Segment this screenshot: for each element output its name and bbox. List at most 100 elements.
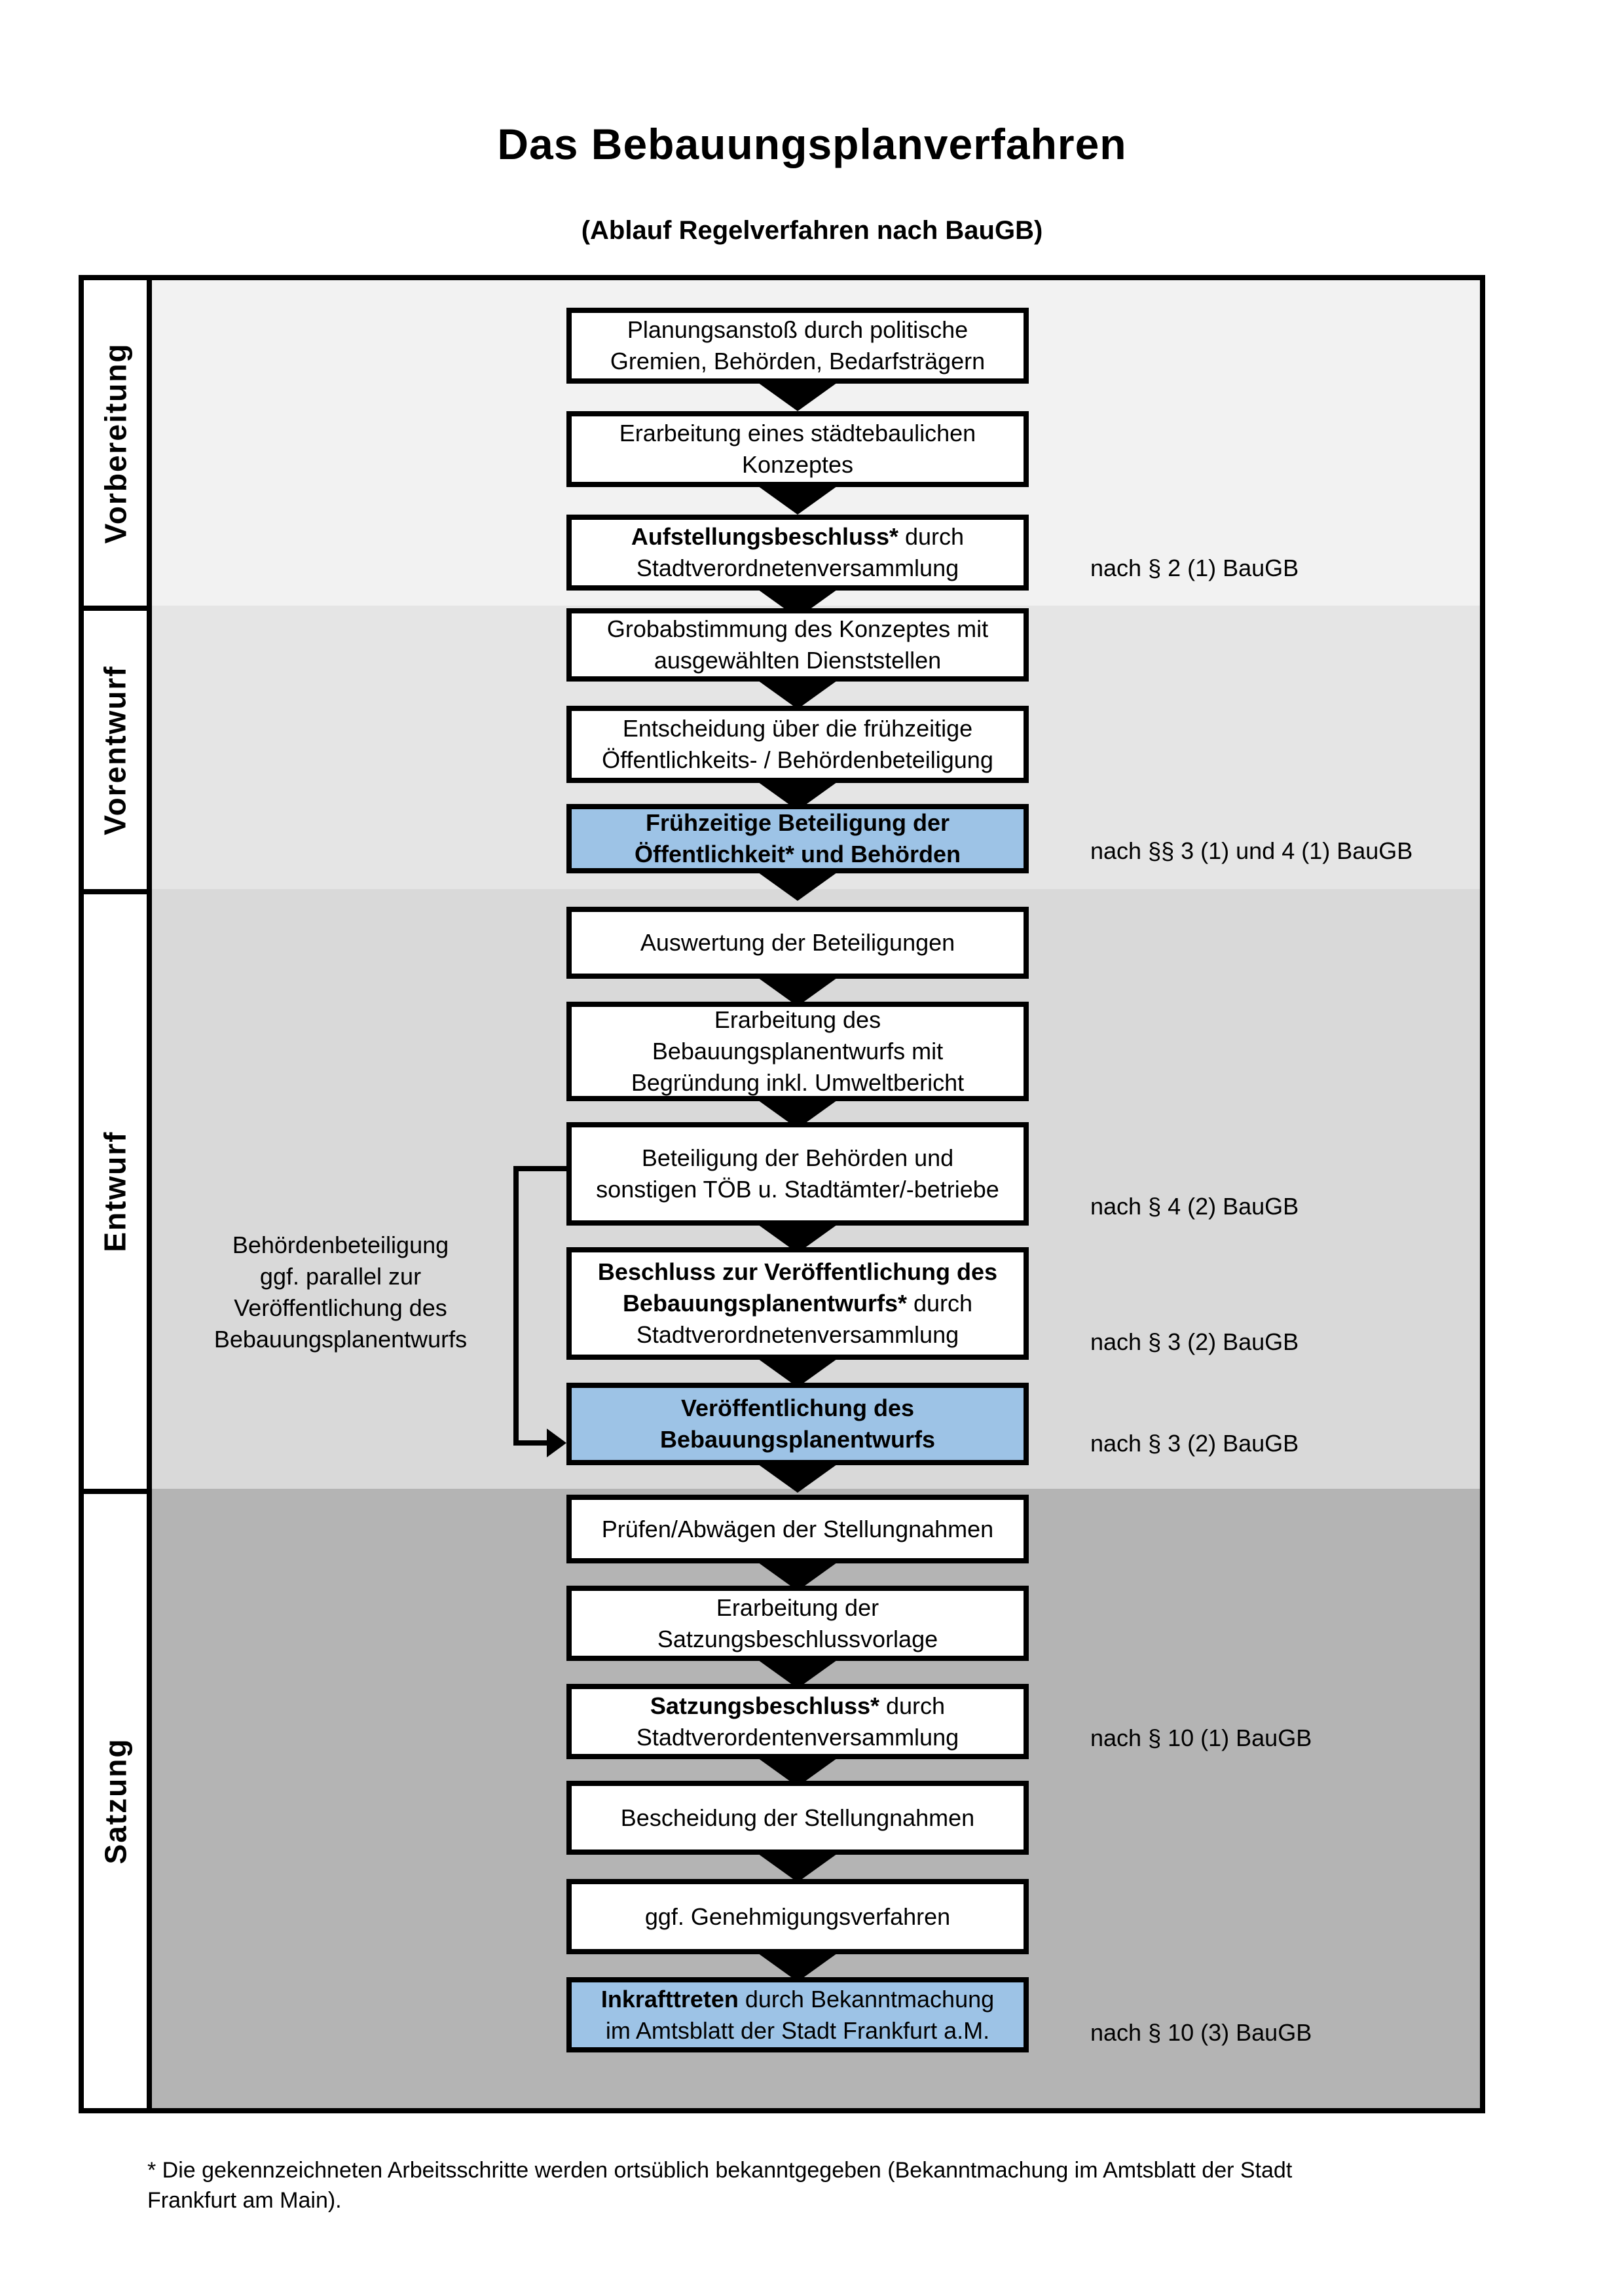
arrow-down-icon — [756, 1463, 840, 1493]
box-text-line: Stadtverordnetenversammlung — [637, 1319, 959, 1351]
box-text-segment: Frühzeitige Beteiligung der — [645, 809, 950, 836]
box-text-segment: Beteiligung der Behörden und — [641, 1144, 954, 1171]
box-text-segment: Erarbeitung der — [716, 1594, 879, 1621]
box-text-segment: Bescheidung der Stellungnahmen — [620, 1804, 975, 1831]
arrow-down-icon — [756, 871, 840, 901]
box-text-segment: durch — [906, 1290, 973, 1317]
phase-label-satzung: Satzung — [98, 1738, 133, 1865]
box-text-line: Bebauungsplanentwurfs* durch — [623, 1288, 972, 1319]
process-box-b12: Prüfen/Abwägen der Stellungnahmen — [566, 1495, 1029, 1563]
process-box-b9: Beteiligung der Behörden und sonstigen TÖ… — [566, 1122, 1029, 1226]
legal-reference-b6: nach §§ 3 (1) und 4 (1) BauGB — [1090, 837, 1413, 864]
arrow-down-icon — [756, 1357, 840, 1387]
arrow-down-icon — [756, 484, 840, 515]
box-text-segment: Aufstellungsbeschluss* — [631, 523, 899, 550]
arrow-down-icon — [756, 1658, 840, 1688]
sidebar-separator-line — [147, 280, 152, 2108]
box-text-line: Entscheidung über die frühzeitige — [623, 713, 972, 744]
connector-line-horizontal-bottom — [513, 1440, 547, 1446]
box-text-line: Erarbeitung des — [714, 1004, 881, 1036]
box-text-line: Frühzeitige Beteiligung der — [646, 807, 950, 839]
arrow-down-icon — [756, 679, 840, 709]
box-text-segment: Stadtverordentenversammlung — [636, 1723, 959, 1751]
box-text-segment: Gremien, Behörden, Bedarfsträgern — [610, 348, 986, 374]
box-text-segment: Begründung inkl. Umweltbericht — [631, 1069, 965, 1096]
side-note-line: ggf. parallel zur — [259, 1263, 422, 1290]
legal-reference-b11: nach § 3 (2) BauGB — [1090, 1430, 1299, 1457]
phase-label-vorentwurf: Vorentwurf — [98, 665, 132, 835]
sidebar-cell-entwurf: Entwurf — [84, 894, 147, 1489]
box-text-segment: im Amtsblatt der Stadt Frankfurt a.M. — [605, 2016, 990, 2044]
box-text-segment: Inkrafttreten — [600, 1985, 739, 2013]
box-text-line: Bebauungsplanentwurfs mit — [652, 1036, 943, 1067]
box-text-line: Öffentlichkeit* und Behörden — [635, 839, 961, 870]
box-text-segment: Stadtverordnetenversammlung — [636, 555, 959, 581]
box-text-line: Erarbeitung der — [716, 1592, 879, 1624]
box-text-segment: durch — [879, 1692, 946, 1719]
page-title: Das Bebauungsplanverfahren — [497, 120, 1127, 168]
box-text-line: Stadtverordnetenversammlung — [637, 553, 959, 584]
legal-reference-b14: nach § 10 (1) BauGB — [1090, 1724, 1312, 1751]
box-text-segment: Bebauungsplanentwurfs* — [622, 1290, 907, 1317]
box-text-line: Öffentlichkeits- / Behördenbeteiligung — [602, 744, 993, 776]
box-text-line: Bebauungsplanentwurfs — [660, 1424, 935, 1455]
box-text-line: Auswertung der Beteiligungen — [640, 927, 955, 958]
box-text-line: Erarbeitung eines städtebaulichen — [619, 418, 976, 449]
box-text-line: Begründung inkl. Umweltbericht — [631, 1067, 964, 1099]
arrow-down-icon — [756, 1952, 840, 1982]
box-text-segment: Erarbeitung des — [714, 1006, 881, 1033]
box-text-segment: Konzeptes — [741, 451, 854, 478]
box-text-segment: Planungsanstoß durch politische — [627, 316, 969, 343]
footnote: * Die gekennzeichneten Arbeitsschritte w… — [147, 2155, 1503, 2215]
box-text-segment: Erarbeitung eines städtebaulichen — [619, 420, 976, 446]
process-box-b4: Grobabstimmung des Konzeptes mit ausgewäh… — [566, 608, 1029, 682]
process-box-b15: Bescheidung der Stellungnahmen — [566, 1781, 1029, 1855]
box-text-segment: durch Bekanntmachung — [738, 1985, 995, 2013]
connector-arrow-right-icon — [547, 1429, 566, 1457]
phase-label-vorbereitung: Vorbereitung — [98, 342, 133, 543]
box-text-segment: ggf. Genehmigungsverfahren — [644, 1903, 951, 1930]
connector-line-vertical — [513, 1166, 519, 1446]
box-text-line: Konzeptes — [742, 449, 853, 481]
box-text-segment: sonstigen TÖB u. Stadtämter/-betriebe — [596, 1176, 999, 1203]
box-text-line: Satzungsbeschlussvorlage — [657, 1624, 938, 1655]
box-text-line: ausgewählten Dienststellen — [654, 645, 941, 676]
box-text-segment: Öffentlichkeit* und Behörden — [634, 841, 961, 867]
box-text-line: Beteiligung der Behörden und — [642, 1142, 953, 1174]
box-text-segment: Bebauungsplanentwurfs mit — [652, 1038, 944, 1065]
process-box-b17: Inkrafttreten durch Bekanntmachung im Amt… — [566, 1977, 1029, 2052]
arrow-down-icon — [756, 381, 840, 411]
box-text-segment: Stadtverordnetenversammlung — [636, 1321, 959, 1348]
box-text-line: Bescheidung der Stellungnahmen — [621, 1802, 974, 1834]
box-text-segment: Auswertung der Beteiligungen — [640, 929, 955, 956]
box-text-segment: Prüfen/Abwägen der Stellungnahmen — [601, 1515, 994, 1542]
box-text-segment: Beschluss zur Veröffentlichung des — [597, 1258, 998, 1285]
sidebar-divider — [84, 606, 152, 611]
legal-reference-b17: nach § 10 (3) BauGB — [1090, 2019, 1312, 2046]
legal-reference-b9: nach § 4 (2) BauGB — [1090, 1193, 1299, 1220]
sidebar-cell-satzung: Satzung — [84, 1494, 147, 2108]
box-text-segment: Grobabstimmung des Konzeptes mit — [606, 615, 989, 642]
box-text-segment: Öffentlichkeits- / Behördenbeteiligung — [602, 746, 993, 773]
footnote-line: * Die gekennzeichneten Arbeitsschritte w… — [147, 2158, 1293, 2183]
box-text-segment: Entscheidung über die frühzeitige — [622, 715, 973, 742]
box-text-line: Veröffentlichung des — [681, 1393, 914, 1424]
box-text-line: Prüfen/Abwägen der Stellungnahmen — [602, 1514, 993, 1545]
box-text-line: Stadtverordentenversammlung — [637, 1722, 959, 1753]
arrow-down-icon — [756, 976, 840, 1006]
process-box-b16: ggf. Genehmigungsverfahren — [566, 1879, 1029, 1954]
phase-label-entwurf: Entwurf — [98, 1131, 133, 1252]
legal-reference-b3: nach § 2 (1) BauGB — [1090, 555, 1299, 581]
box-text-line: Planungsanstoß durch politische — [627, 314, 968, 346]
connector-line-horizontal-top — [513, 1166, 566, 1171]
page-subtitle: (Ablauf Regelverfahren nach BauGB) — [581, 216, 1043, 245]
